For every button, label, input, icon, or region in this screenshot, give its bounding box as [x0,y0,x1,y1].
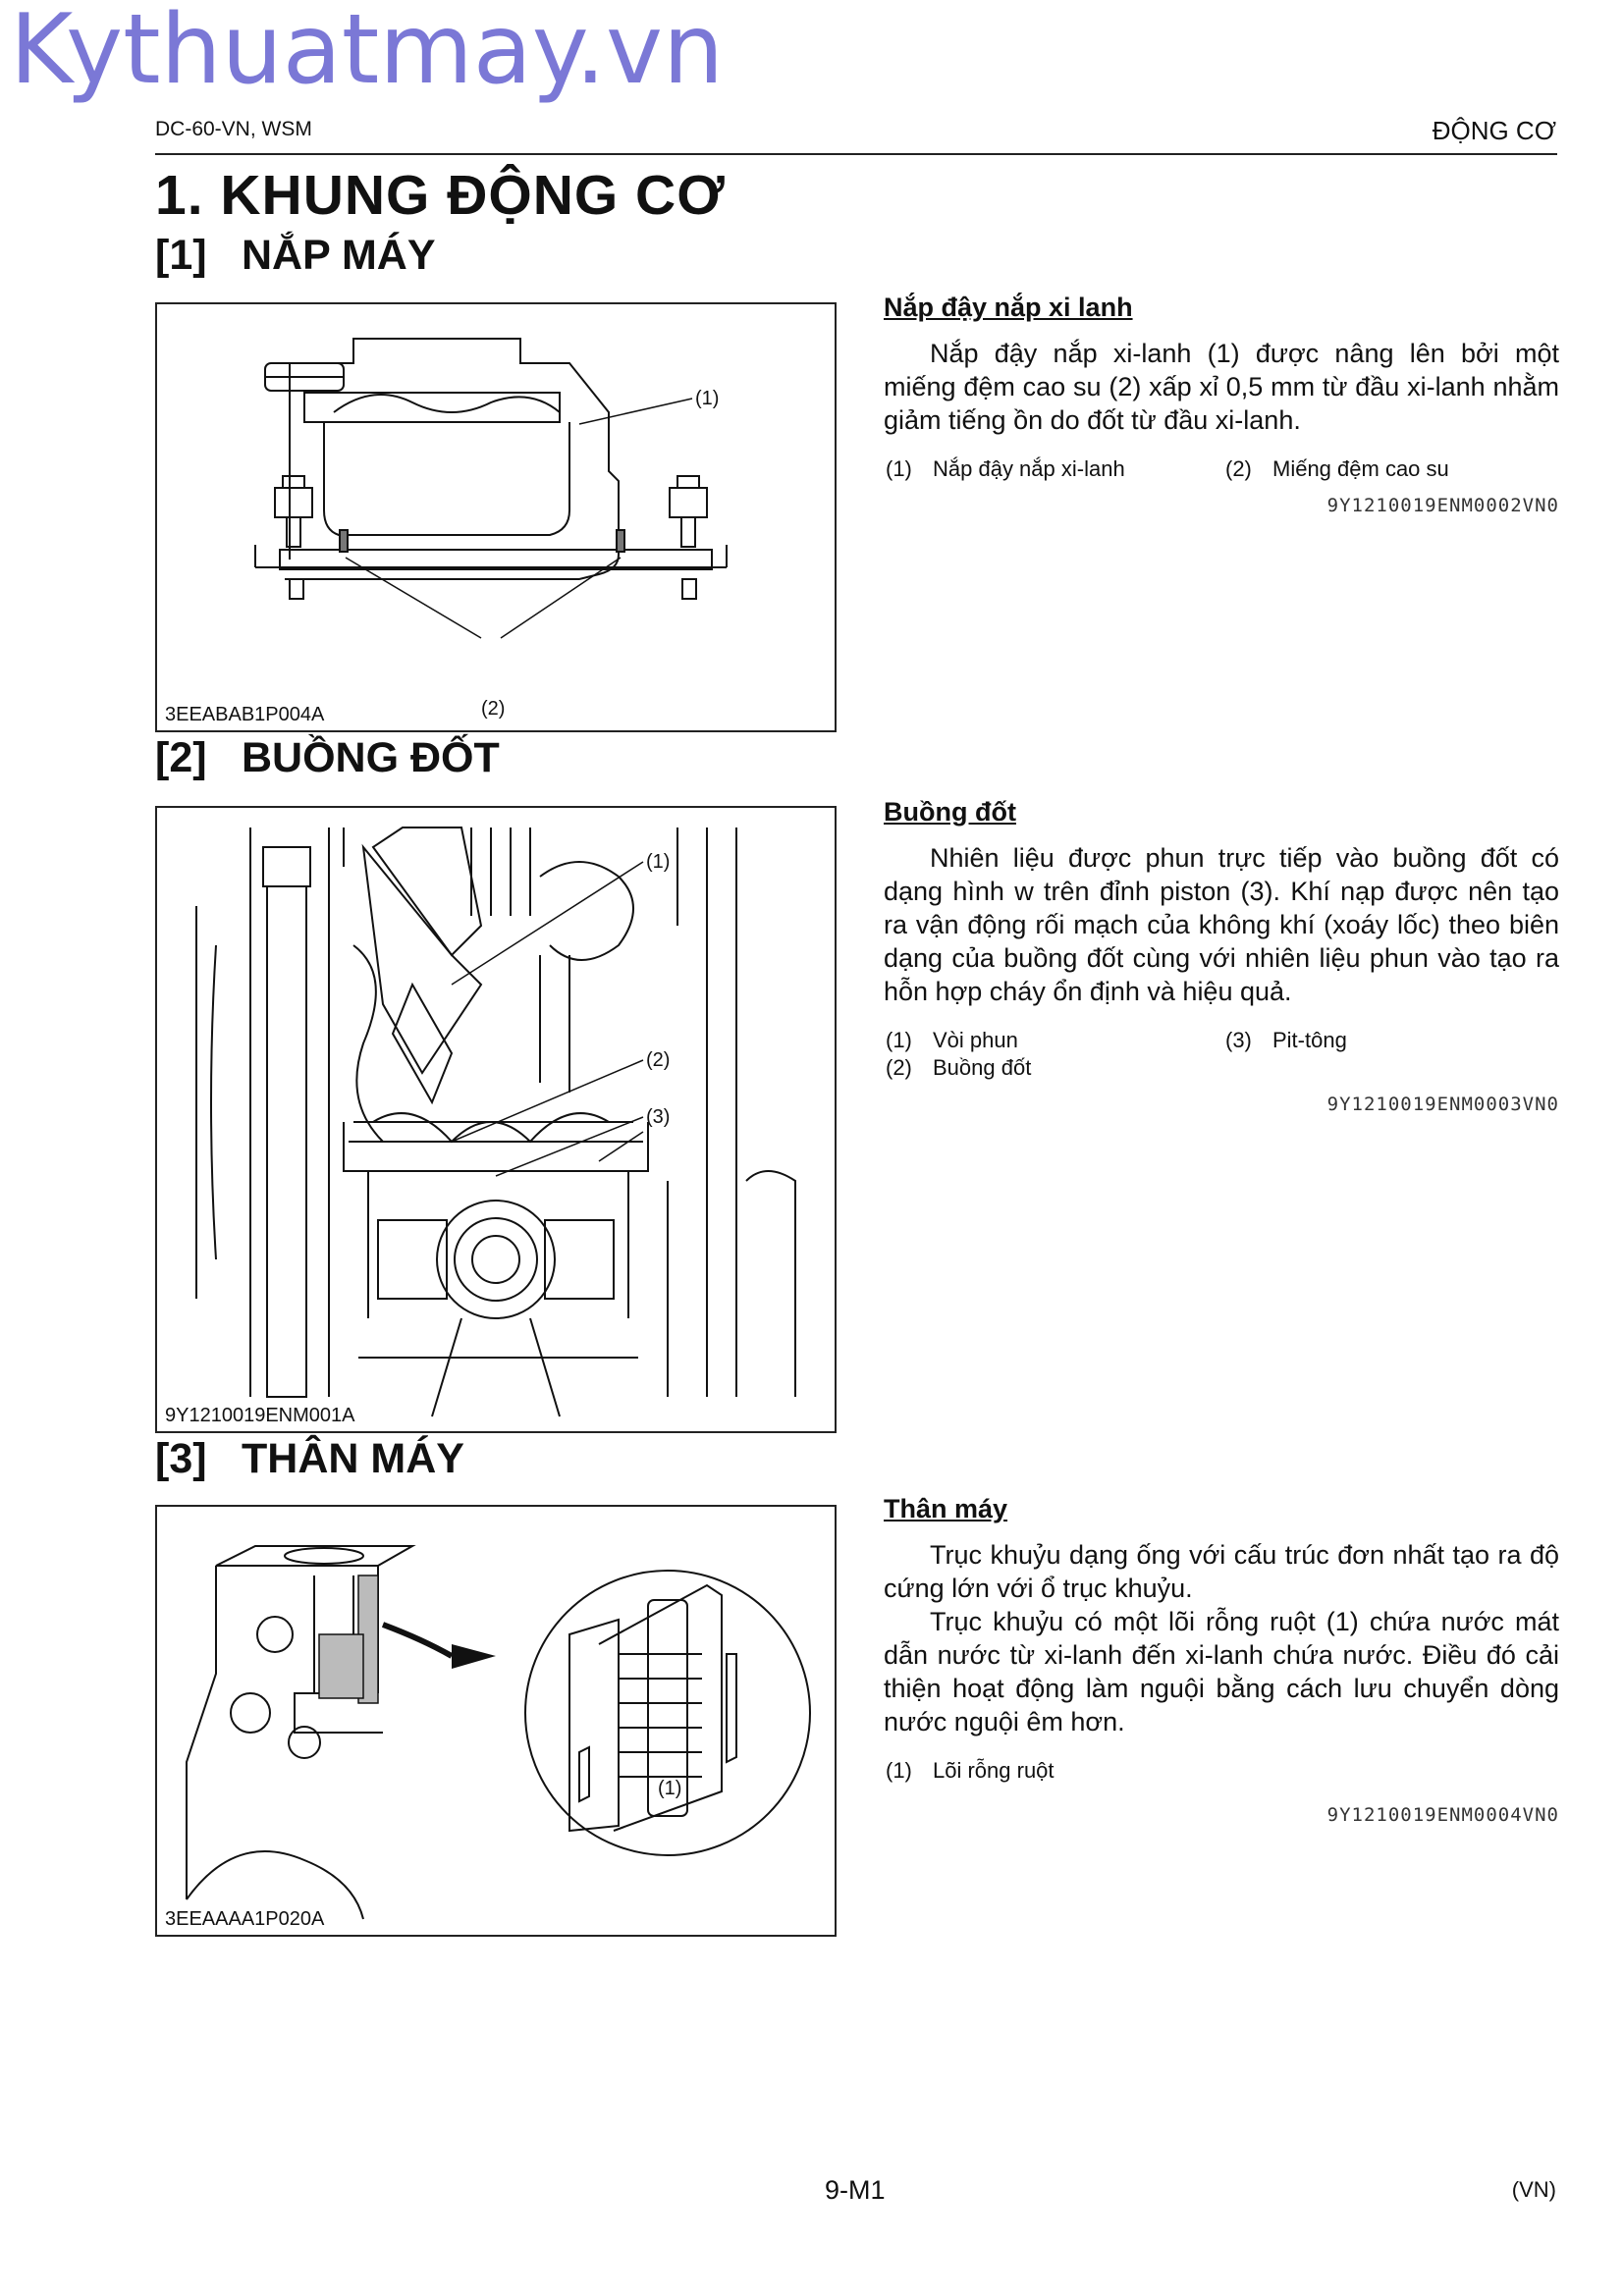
section-title-cylinder-head: [1] NẮP MÁY [155,232,436,280]
body-paragraph: Trục khuỷu có một lõi rỗng ruột (1) chứa… [884,1607,1559,1736]
document-reference: 9Y1210019ENM0004VN0 [1326,1804,1559,1826]
legend-item: (1)Lõi rỗng ruột [886,1758,1055,1783]
section-title-crankcase: [3] THÂN MÁY [155,1435,464,1483]
section-text-cylinder-head: Nắp đậy nắp xi lanh Nắp đậy nắp xi-lanh … [884,293,1559,516]
legend: (1)Vòi phun (3)Pit-tông (2)Buồng đốt [884,1028,1559,1085]
section-number: [1] [155,232,207,279]
legend-item: (1)Nắp đậy nắp xi-lanh [886,456,1125,481]
section-text-crankcase: Thân máy Trục khuỷu dạng ống với cấu trú… [884,1494,1559,1826]
section-heading: Nắp đậy nắp xi lanh [884,293,1133,322]
section-name: NẮP MÁY [242,232,436,279]
cylinder-head-drawing: (1) (2) [254,338,728,720]
legend-item: (2)Buồng đốt [886,1055,1032,1080]
figure-code: 9Y1210019ENM001A [165,1405,355,1426]
figure-cylinder-head-cover: (1) (2) 3EEABAB1P004A [155,302,837,732]
header-rule [155,153,1557,155]
combustion-chamber-drawing: (1) (2) (3) [195,827,796,1417]
body-paragraph: Trục khuỷu dạng ống với cấu trúc đơn nhấ… [884,1540,1559,1603]
legend: (1)Nắp đậy nắp xi-lanh (2)Miếng đệm cao … [884,456,1559,490]
watermark: Kythuatmay.vn [10,0,725,106]
header-chapter: ĐỘNG CƠ [1432,116,1556,145]
callout-3: (3) [646,1106,670,1128]
page-title: 1. KHUNG ĐỘNG CƠ [155,164,726,227]
figure-combustion-chamber: (1) (2) (3) 9Y1210019ENM001A [155,806,837,1433]
figure-code: 3EEAAAA1P020A [165,1908,325,1930]
section-text-combustion-chamber: Buồng đốt Nhiên liệu được phun trực tiếp… [884,797,1559,1115]
callout-1: (1) [695,388,719,409]
language-code: (VN) [1511,2177,1556,2202]
legend-item: (1)Vòi phun [886,1028,1018,1052]
section-heading: Thân máy [884,1494,1008,1523]
header-manual-code: DC-60-VN, WSM [155,118,312,140]
section-name: BUỒNG ĐỐT [242,734,500,781]
section-title-combustion-chamber: [2] BUỒNG ĐỐT [155,734,500,782]
legend-item: (2)Miếng đệm cao su [1225,456,1449,481]
figure-code: 3EEABAB1P004A [165,704,325,725]
callout-2: (2) [646,1049,670,1071]
body-paragraph: Nắp đậy nắp xi-lanh (1) được nâng lên bở… [884,339,1559,435]
section-number: [3] [155,1435,207,1482]
document-reference: 9Y1210019ENM0003VN0 [1326,1094,1559,1115]
legend: (1)Lõi rỗng ruột [884,1758,1559,1791]
page-number: 9-M1 [825,2175,886,2205]
crankcase-drawing: (1) [186,1545,811,1920]
callout-1: (1) [646,851,670,873]
section-heading: Buồng đốt [884,797,1016,827]
callout-1: (1) [658,1778,681,1799]
legend-item: (3)Pit-tông [1225,1028,1347,1052]
section-name: THÂN MÁY [242,1435,464,1482]
figure-crankcase: (1) 3EEAAAA1P020A [155,1505,837,1937]
section-number: [2] [155,734,207,781]
body-paragraph: Nhiên liệu được phun trực tiếp vào buồng… [884,843,1559,1006]
callout-2: (2) [481,698,505,720]
document-reference: 9Y1210019ENM0002VN0 [1326,495,1559,516]
